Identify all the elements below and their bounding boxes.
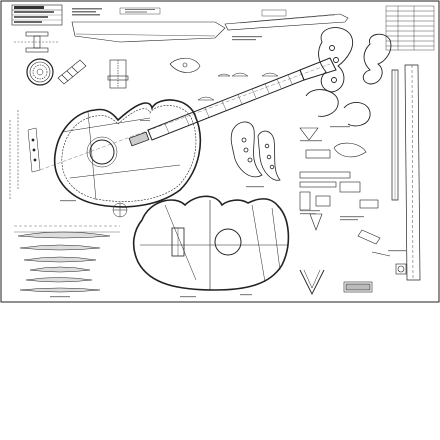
notes-top (72, 8, 262, 41)
guitar-back-view (132, 195, 290, 291)
annotation-text-marks (50, 120, 406, 298)
nut-pieces (197, 72, 279, 101)
plan-sheet (0, 0, 440, 303)
title-block (11, 4, 63, 26)
bracing-ladder (57, 59, 87, 85)
stamp-block (343, 263, 407, 293)
dimension-marker (112, 202, 128, 218)
rosette-detail (26, 58, 54, 86)
headstock-scrolls (305, 27, 392, 127)
brace-profiles (17, 231, 111, 293)
hardware-details (299, 127, 391, 257)
side-profile-view (71, 7, 349, 43)
headstock-inlay (230, 121, 281, 181)
fret-table (385, 5, 435, 51)
lower-dimension-lines (14, 225, 120, 233)
empty-canvas-area (0, 303, 440, 440)
neck-long-views (391, 64, 421, 281)
guitar-top-view (39, 57, 337, 208)
pickguard-shape (169, 57, 201, 73)
guitar-plan-drawing (0, 0, 440, 303)
neck-block-detail (14, 31, 58, 53)
sheet-border (0, 0, 440, 303)
bridge-detail (107, 59, 129, 89)
side-details (9, 110, 41, 200)
v-emblem (299, 269, 325, 296)
